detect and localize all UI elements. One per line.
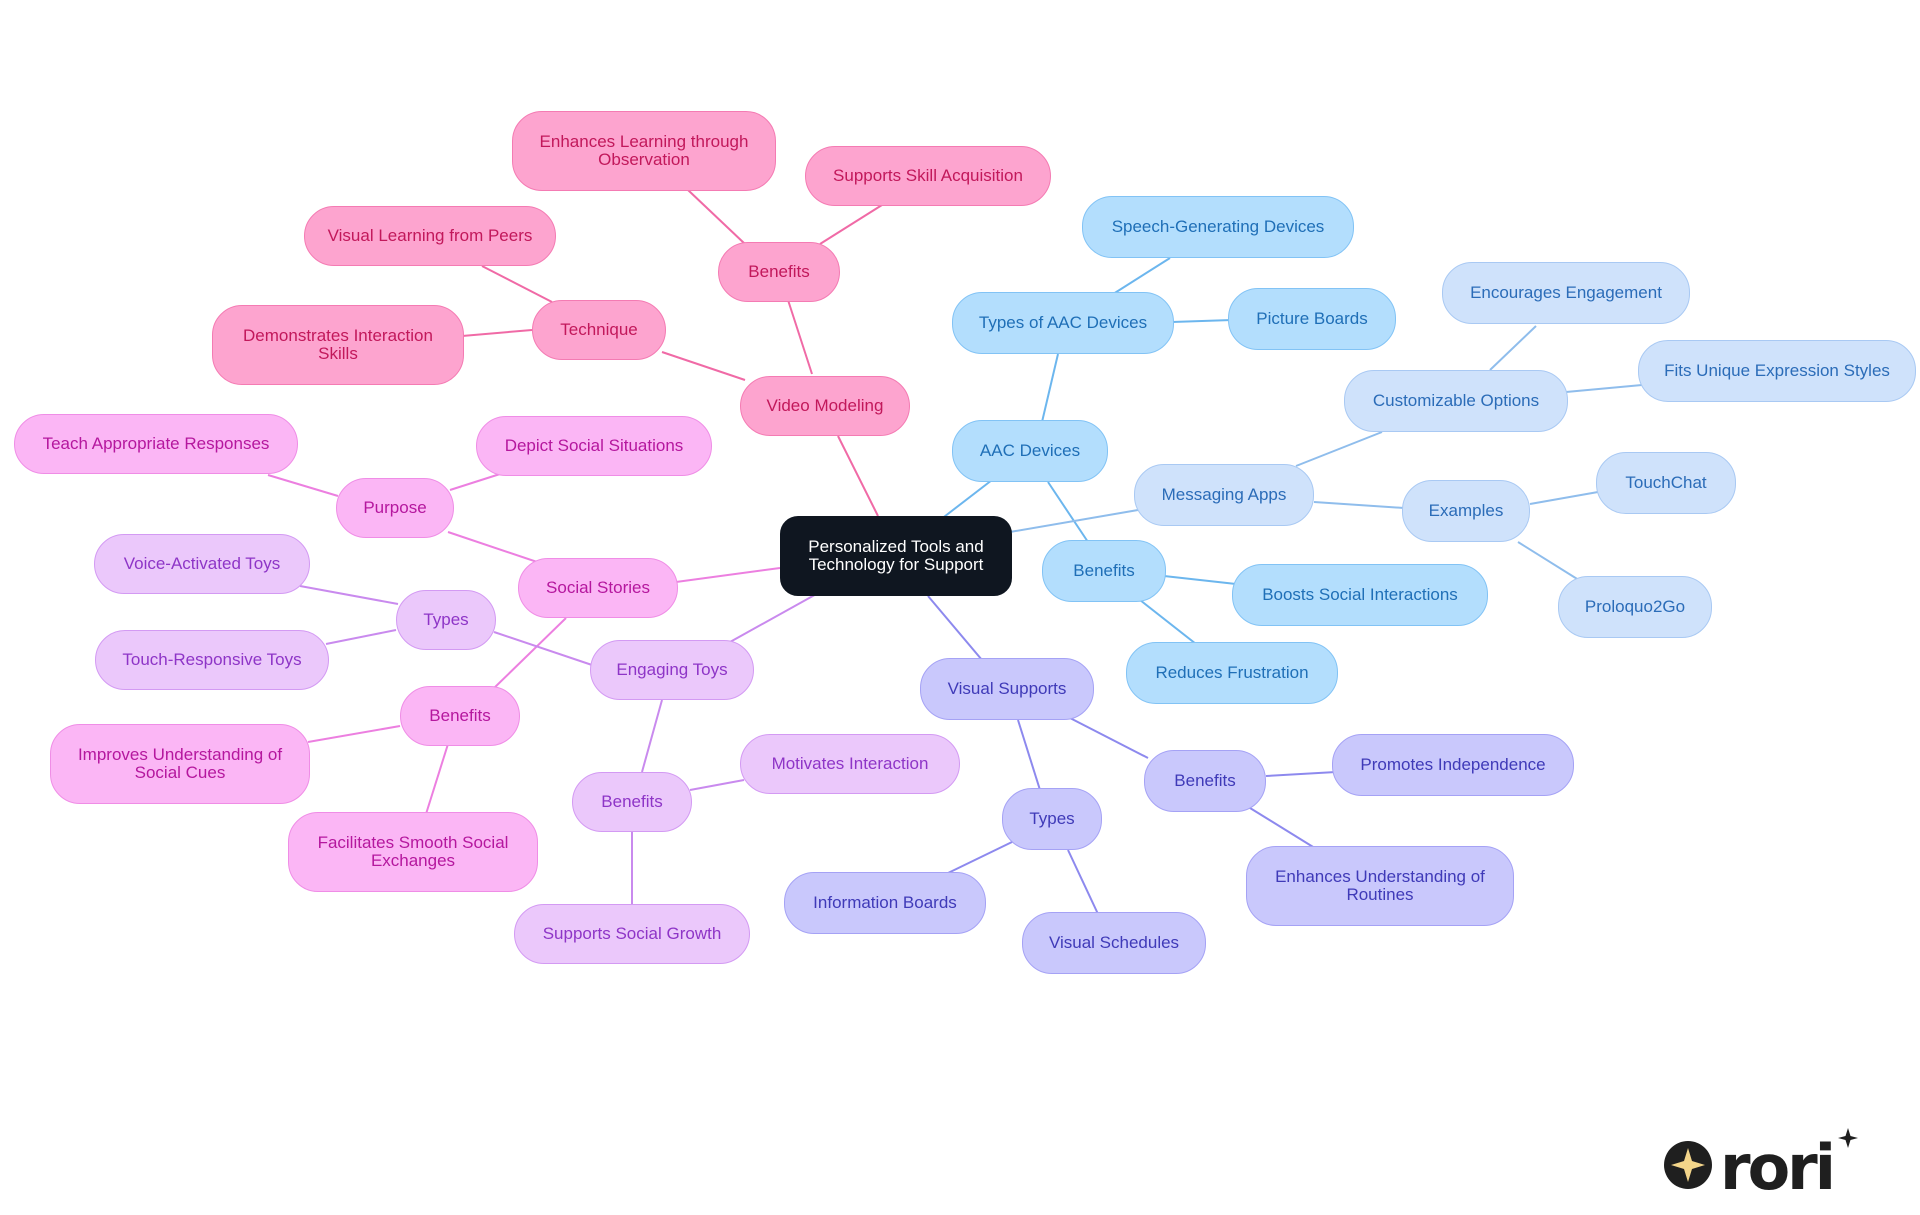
touchchat-node: TouchChat (1596, 452, 1736, 514)
edge-root-video (837, 435, 879, 517)
enhances-learning-node: Enhances Learning through Observation (512, 111, 776, 191)
boosts-interactions-node: Boosts Social Interactions (1232, 564, 1488, 626)
edge-purpose-teach (267, 474, 339, 497)
edge-benefits-boosts (1163, 575, 1237, 585)
edge-video-benefits (787, 299, 813, 375)
visual-types-node: Types (1002, 788, 1102, 850)
edge-visual-types (1017, 719, 1041, 791)
supports-skill-node: Supports Skill Acquisition (805, 146, 1051, 206)
facilitates-exchanges-node: Facilitates Smooth Social Exchanges (288, 812, 538, 892)
edge-examples-touchchat (1529, 491, 1599, 505)
edge-types-info (945, 841, 1013, 875)
examples-node: Examples (1402, 480, 1530, 542)
touch-responsive-node: Touch-Responsive Toys (95, 630, 329, 690)
depict-situations-node: Depict Social Situations (476, 416, 712, 476)
edge-visual-benefits (1069, 717, 1149, 759)
toys-types-node: Types (396, 590, 496, 650)
edge-root-aac (939, 479, 993, 521)
edge-msg-examples (1313, 501, 1405, 509)
social-stories-node: Social Stories (518, 558, 678, 618)
motivates-interaction-node: Motivates Interaction (740, 734, 960, 794)
voice-activated-node: Voice-Activated Toys (94, 534, 310, 594)
edge-benefits-enhances (687, 189, 746, 245)
edge-types-voice (299, 585, 399, 605)
edge-root-social (675, 567, 781, 583)
visual-supports-node: Visual Supports (920, 658, 1094, 720)
edge-aac-benefits (1047, 481, 1089, 543)
video-benefits-node: Benefits (718, 242, 840, 302)
teach-responses-node: Teach Appropriate Responses (14, 414, 298, 474)
edge-benefits-improves (307, 725, 401, 743)
edge-purpose-depict (449, 473, 501, 491)
edge-benefits-routines (1249, 807, 1319, 851)
logo-star (1671, 1148, 1705, 1182)
visual-benefits-node: Benefits (1144, 750, 1266, 812)
edge-benefits-reduces (1139, 599, 1197, 645)
edge-types-picture (1171, 319, 1233, 323)
logo-sparkle (1838, 1128, 1858, 1148)
messaging-apps-node: Messaging Apps (1134, 464, 1314, 526)
edge-aac-types (1041, 353, 1059, 423)
edge-benefits-independence (1265, 771, 1337, 777)
edge-benefits-facilitates (425, 743, 449, 815)
supports-growth-node: Supports Social Growth (514, 904, 750, 964)
edge-types-speech (1109, 257, 1171, 297)
aac-benefits-node: Benefits (1042, 540, 1166, 602)
edge-social-benefits (491, 617, 567, 691)
edge-technique-demonstrates (461, 329, 533, 337)
video-modeling-node: Video Modeling (740, 376, 910, 436)
root-node: Personalized Tools and Technology for Su… (780, 516, 1012, 596)
improves-understanding-node: Improves Understanding of Social Cues (50, 724, 310, 804)
edge-video-technique (661, 351, 746, 381)
edge-root-toys (729, 591, 821, 643)
fits-styles-node: Fits Unique Expression Styles (1638, 340, 1916, 402)
enhances-routines-node: Enhances Understanding of Routines (1246, 846, 1514, 926)
speech-generating-node: Speech-Generating Devices (1082, 196, 1354, 258)
edge-benefits-motivates (689, 779, 745, 791)
picture-boards-node: Picture Boards (1228, 288, 1396, 350)
toys-benefits-node: Benefits (572, 772, 692, 832)
reduces-frustration-node: Reduces Frustration (1126, 642, 1338, 704)
edge-toys-types (493, 631, 593, 666)
edge-benefits-skill (819, 204, 883, 245)
encourages-engagement-node: Encourages Engagement (1442, 262, 1690, 324)
edge-technique-visual (481, 265, 553, 303)
edge-types-schedules (1067, 849, 1099, 915)
edge-toys-benefits (641, 699, 663, 773)
engaging-toys-node: Engaging Toys (590, 640, 754, 700)
information-boards-node: Information Boards (784, 872, 986, 934)
customizable-options-node: Customizable Options (1344, 370, 1568, 432)
aac-types-node: Types of AAC Devices (952, 292, 1174, 354)
edge-msg-custom (1295, 431, 1383, 467)
social-benefits-node: Benefits (400, 686, 520, 746)
proloquo2go-node: Proloquo2Go (1558, 576, 1712, 638)
edge-examples-proloquo (1517, 541, 1583, 583)
edge-root-visual (927, 595, 983, 661)
edge-types-touch (325, 629, 397, 645)
logo-wordmark: rori (1720, 1131, 1833, 1198)
purpose-node: Purpose (336, 478, 454, 538)
technique-node: Technique (532, 300, 666, 360)
aac-devices-node: AAC Devices (952, 420, 1108, 482)
edge-custom-fits (1565, 384, 1643, 393)
promotes-independence-node: Promotes Independence (1332, 734, 1574, 796)
visual-schedules-node: Visual Schedules (1022, 912, 1206, 974)
visual-learning-node: Visual Learning from Peers (304, 206, 556, 266)
edge-root-msg (1009, 509, 1139, 533)
edge-custom-encourages (1489, 325, 1537, 371)
demonstrates-node: Demonstrates Interaction Skills (212, 305, 464, 385)
rori-logo: rori (1664, 1128, 1858, 1198)
